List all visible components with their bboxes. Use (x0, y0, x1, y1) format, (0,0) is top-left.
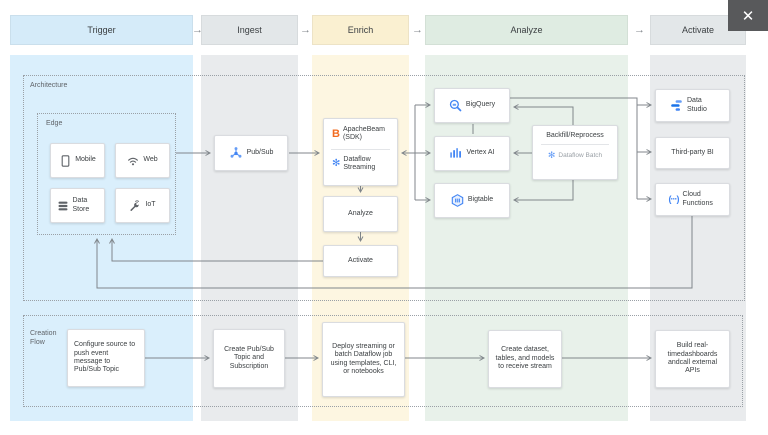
creation-step-3: Deploy streaming or batch Dataflow job u… (322, 322, 405, 397)
close-icon: ✕ (741, 7, 755, 25)
creation-step-4-text: Create dataset, tables, and models to re… (495, 346, 555, 371)
node-mobile: Mobile (50, 143, 105, 178)
node-activate-step: Activate (323, 245, 398, 277)
apache-beam-icon: B (332, 127, 340, 140)
node-bigtable: Bigtable (434, 183, 510, 218)
node-data-store: Data Store (50, 188, 105, 223)
node-pubsub-label: Pub/Sub (246, 148, 274, 156)
creation-step-4: Create dataset, tables, and models to re… (488, 330, 562, 388)
datastudio-icon (671, 100, 682, 111)
node-beam-dataflow: B ApacheBeam (SDK) ✻ Dataflow Streaming (323, 118, 398, 186)
stage-trigger: Trigger (10, 15, 193, 45)
card-divider (540, 144, 610, 146)
bigtable-icon (451, 194, 464, 207)
creation-step-2-text: Create Pub/Sub Topic and Subscription (224, 345, 274, 370)
backfill-to-bigquery-arrow (512, 104, 574, 125)
node-backfill-reprocess: Backfill/Reprocess ✻ Dataflow Batch (532, 125, 618, 180)
node-data-store-label: Data Store (72, 197, 90, 213)
node-pubsub: Pub/Sub (214, 135, 288, 171)
dataflow-icon: ✻ (332, 158, 341, 170)
datastore-icon (58, 201, 67, 210)
node-mobile-label: Mobile (75, 156, 96, 164)
bigquery-to-outputs-line (510, 97, 638, 199)
creation-flow-boundary (23, 315, 743, 407)
creation-step-3-text: Deploy streaming or batch Dataflow job u… (330, 342, 397, 375)
node-data-studio: Data Studio (655, 89, 730, 122)
stage-analyze-label: Analyze (510, 25, 543, 35)
backfill-title: Backfill/Reprocess (546, 132, 604, 139)
node-third-party-bi-label: Third-party BI (671, 148, 714, 156)
stage-ingest-label: Ingest (237, 25, 262, 35)
stage-arrow-icon: → (634, 24, 645, 36)
backfill-to-bigtable-arrow (512, 180, 574, 203)
cloud-functions-icon: (···) (668, 194, 680, 204)
creation-step-1: Configure source to push event message t… (67, 329, 145, 387)
dataflow-batch-icon: ✻ (547, 150, 556, 161)
node-cloud-functions: (···) Cloud Functions (655, 183, 730, 216)
stage-analyze: Analyze (425, 15, 628, 45)
dataflow-batch-row: ✻ Dataflow Batch (535, 149, 615, 162)
activate-to-edge-arrow (109, 237, 323, 262)
architecture-label: Architecture (30, 82, 68, 89)
dataflow-streaming-label: Dataflow Streaming (343, 155, 376, 172)
node-bigtable-label: Bigtable (467, 196, 494, 204)
creation-step-5-text: Build real-timedashboards andcall extern… (667, 342, 718, 375)
stage-arrow-icon: → (412, 24, 423, 36)
stage-arrow-icon: → (300, 24, 311, 36)
pubsub-icon (230, 147, 242, 158)
beam-sdk-row: B ApacheBeam (SDK) (326, 124, 395, 145)
edge-label: Edge (46, 120, 63, 127)
node-vertex-ai-label: Vertex AI (466, 149, 495, 157)
vertexai-icon (450, 148, 462, 158)
edge-boundary (37, 113, 176, 235)
mobile-icon (61, 154, 70, 167)
creation-step-2: Create Pub/Sub Topic and Subscription (213, 329, 285, 388)
architecture-boundary (23, 75, 745, 301)
dataflow-batch-label: Dataflow Batch (558, 151, 603, 159)
node-iot-label: IoT (145, 201, 156, 209)
close-button[interactable]: ✕ (728, 0, 768, 31)
cloudfunctions-to-edge-arrow (94, 216, 693, 289)
stage-enrich-label: Enrich (347, 25, 374, 35)
creation-step-1-text: Configure source to push event message t… (74, 341, 136, 374)
beam-sdk-label: ApacheBeam (SDK) (342, 126, 385, 142)
creation-step-5: Build real-timedashboards andcall extern… (655, 330, 730, 388)
node-web: Web (115, 143, 170, 178)
stage-activate-label: Activate (681, 25, 714, 35)
stage-trigger-label: Trigger (87, 25, 116, 35)
card-divider (330, 148, 391, 150)
node-web-label: Web (143, 156, 158, 164)
node-bigquery: BigQuery (434, 88, 510, 123)
node-vertex-ai: Vertex AI (434, 136, 510, 171)
analyze-step-label: Analyze (348, 209, 373, 217)
activate-step-label: Activate (348, 256, 373, 264)
creation-flow-label: Creation Flow (30, 330, 57, 346)
bigquery-icon (449, 99, 462, 112)
node-bigquery-label: BigQuery (465, 101, 496, 109)
iot-icon (130, 199, 140, 211)
dataflow-streaming-row: ✻ Dataflow Streaming (326, 154, 395, 175)
node-iot: IoT (115, 188, 170, 223)
node-data-studio-label: Data Studio (687, 97, 707, 113)
node-cloud-functions-label: Cloud Functions (682, 191, 713, 207)
stage-enrich: Enrich (312, 15, 409, 45)
stage-arrow-icon: → (192, 24, 203, 36)
node-third-party-bi: Third-party BI (655, 137, 730, 169)
wifi-icon (128, 157, 139, 165)
stage-ingest: Ingest (201, 15, 298, 45)
node-analyze-step: Analyze (323, 196, 398, 232)
